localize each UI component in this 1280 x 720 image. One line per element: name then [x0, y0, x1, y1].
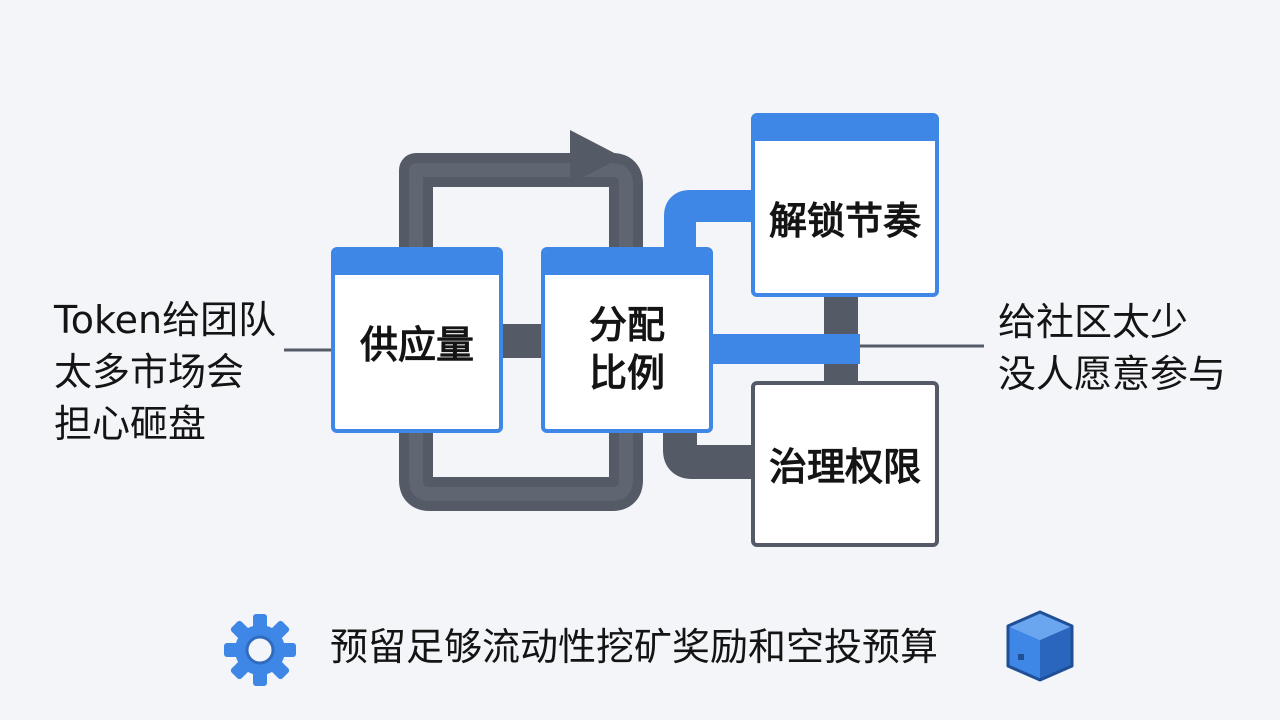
- ratio-right-blue-connector: [712, 334, 860, 364]
- node-governance-label: 治理权限: [768, 445, 921, 489]
- right-note: 给社区太少 没人愿意参与: [998, 296, 1226, 400]
- node-supply-header-bar: [335, 251, 499, 275]
- left-note-line-3: 担心砸盘: [54, 402, 207, 446]
- node-supply-label: 供应量: [359, 323, 474, 367]
- loop-arrow-path-inner: [409, 163, 633, 501]
- gear-icon: [222, 612, 298, 688]
- node-governance: 治理权限: [751, 381, 939, 547]
- node-unlock-label: 解锁节奏: [768, 199, 921, 243]
- node-ratio-header-bar: [545, 251, 709, 275]
- bottom-note: 预留足够流动性挖矿奖励和空投预算: [330, 625, 939, 669]
- ratio-gov-dark-path: [663, 248, 752, 479]
- left-note: Token给团队 太多市场会 担心砸盘: [54, 294, 276, 450]
- node-unlock: 解锁节奏: [751, 113, 939, 297]
- node-ratio: 分配 比例: [541, 247, 713, 433]
- right-note-line-2: 没人愿意参与: [998, 352, 1227, 396]
- node-supply: 供应量: [331, 247, 503, 433]
- cube-icon: [1004, 608, 1076, 684]
- loop-arrow-head: [570, 130, 622, 184]
- supply-ratio-connector: [500, 324, 544, 358]
- right-note-line-1: 给社区太少: [998, 300, 1189, 344]
- node-ratio-label: 分配 比例: [545, 301, 709, 397]
- node-ratio-label-line-1: 分配: [588, 303, 665, 347]
- ratio-unlock-blue-path: [664, 190, 752, 300]
- node-ratio-label-line-2: 比例: [588, 351, 665, 395]
- node-unlock-header-bar: [755, 117, 935, 141]
- left-note-line-1: Token给团队: [54, 298, 277, 342]
- left-note-line-2: 太多市场会: [54, 350, 245, 394]
